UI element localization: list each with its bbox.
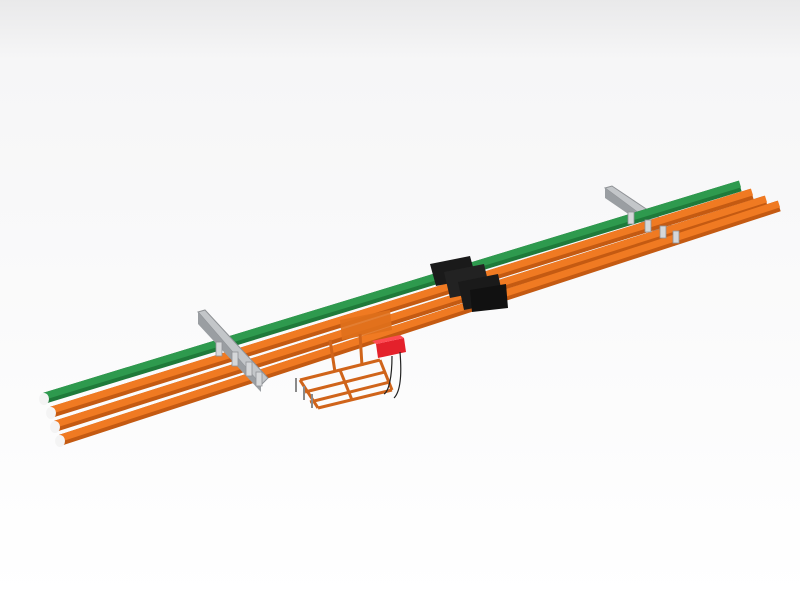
end-cap: [46, 407, 56, 419]
phase-rail-3: [55, 200, 781, 447]
current-collector: [295, 310, 406, 410]
collector-cables: [383, 351, 402, 399]
end-cap: [39, 393, 49, 405]
rails: [39, 180, 781, 447]
phase-rail-2: [50, 195, 768, 433]
left-hanger-bracket: [197, 309, 269, 392]
end-cap: [55, 435, 65, 447]
collector-junction-box: [372, 335, 406, 358]
end-cap: [50, 421, 60, 433]
phase-rail-1: [46, 188, 754, 419]
joint-clamps: [430, 256, 508, 312]
ground-rail-green: [39, 180, 742, 405]
right-bracket-clips: [627, 211, 680, 244]
